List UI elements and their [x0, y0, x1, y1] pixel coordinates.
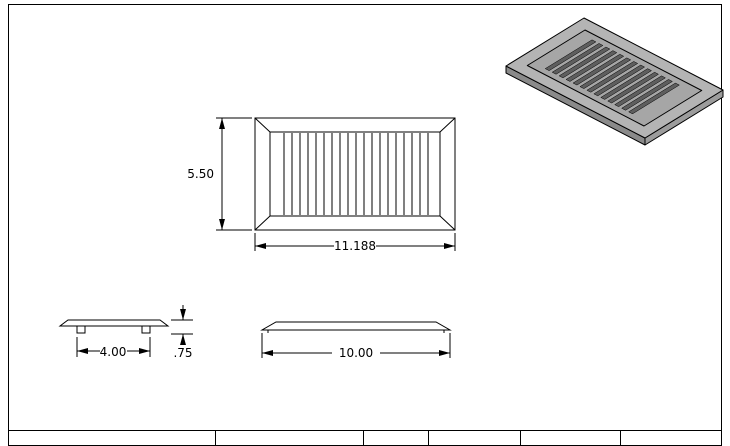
iso-louver-slot: [628, 82, 680, 115]
side-profile-long: [260, 321, 452, 333]
plan-miter-line: [439, 215, 456, 231]
plan-outer-frame: [254, 117, 456, 231]
side-profile-small: [58, 319, 170, 334]
dim-height: 5.50: [187, 117, 252, 231]
iso-louver-slot: [593, 64, 646, 97]
title-block: [8, 430, 722, 446]
dim-tab-spacing: 4.00: [76, 337, 151, 359]
dim-height-label: 5.50: [187, 167, 214, 181]
iso-louver-slot: [565, 50, 618, 82]
dim-width-label: 11.188: [334, 239, 376, 253]
profile-body: [260, 321, 452, 331]
isometric-view: [505, 17, 724, 146]
iso-louver-slot: [600, 68, 653, 100]
plan-inner-frame: [269, 131, 441, 217]
dim-base-length: 10.00: [261, 333, 451, 360]
iso-louver-slot: [621, 79, 673, 111]
dim-tab-spacing-label: 4.00: [100, 345, 127, 359]
iso-louver-slots: [544, 39, 680, 115]
profile-tab: [141, 325, 151, 334]
profile-body: [58, 319, 170, 327]
iso-louver-slot: [614, 75, 666, 107]
plan-miter-line: [439, 117, 456, 133]
dim-base-length-label: 10.00: [339, 346, 373, 360]
plan-louver-slats: [283, 133, 429, 215]
iso-louver-slot: [551, 43, 604, 75]
iso-louver-slot: [572, 53, 625, 86]
iso-louver-slot: [544, 39, 597, 71]
profile-tab: [76, 325, 86, 334]
dim-width: 11.188: [254, 233, 456, 253]
iso-louver-slot: [579, 57, 632, 89]
plan-miter-line: [254, 215, 271, 231]
dim-thickness: .75: [171, 305, 193, 360]
iso-louver-slot: [558, 46, 611, 79]
plan-miter-line: [254, 117, 271, 133]
iso-louver-slot: [586, 61, 639, 93]
dim-thickness-label: .75: [173, 346, 192, 360]
iso-louver-slot: [607, 71, 659, 104]
plan-view: [254, 117, 456, 231]
